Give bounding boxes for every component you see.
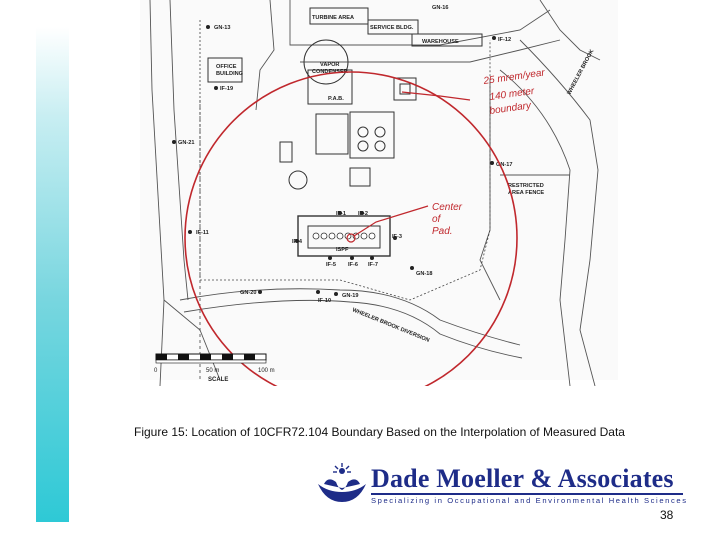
company-name: Dade Moeller & Associates — [371, 464, 674, 493]
company-tagline: Specializing in Occupational and Environ… — [371, 496, 688, 505]
logo-divider — [371, 493, 683, 495]
label-if4: IF-4 — [292, 239, 303, 245]
label-gn13: GN-13 — [214, 25, 230, 31]
label-if3: IF-3 — [392, 234, 402, 240]
logo-emblem-icon — [318, 463, 366, 502]
label-if1: IF-1 — [336, 211, 346, 217]
scale-bar: 0 50 m 100 m SCALE — [154, 353, 275, 383]
label-if12: IF-12 — [498, 37, 511, 43]
label-service-building: SERVICE BLDG. — [370, 25, 414, 31]
label-if10: IF-10 — [318, 298, 331, 304]
scale-label: SCALE — [208, 377, 228, 383]
storage-pad-casks — [312, 232, 376, 240]
label-gn19: GN-19 — [342, 293, 358, 299]
site-map-figure: TURBINE AREA SERVICE BLDG. WAREHOUSE GN-… — [140, 0, 618, 405]
label-ispf: ISPF — [336, 247, 349, 253]
annotation-center-1: Center — [432, 202, 463, 213]
label-vapor-1: VAPOR — [320, 62, 339, 68]
map-paper — [140, 0, 618, 386]
label-gn17: GN-17 — [496, 162, 512, 168]
label-restricted-2: AREA FENCE — [508, 190, 544, 196]
center-marker — [346, 233, 356, 243]
figure-caption: Figure 15: Location of 10CFR72.104 Bound… — [134, 425, 625, 439]
center-pointer — [353, 205, 429, 237]
label-office-2: BUILDING — [216, 71, 243, 77]
label-gn20: GN-20 — [240, 290, 256, 296]
buildings — [207, 7, 483, 257]
scale-tick-0: 0 — [154, 368, 158, 374]
label-pab: P.A.B. — [328, 96, 344, 102]
label-gn21: GN-21 — [178, 140, 194, 146]
label-if2: IF-2 — [358, 211, 368, 217]
scale-tick-100: 100 m — [258, 368, 275, 374]
annotation-center-2: of — [432, 214, 442, 225]
site-map-drawing: TURBINE AREA SERVICE BLDG. WAREHOUSE GN-… — [140, 0, 618, 405]
label-if7: IF-7 — [368, 262, 378, 268]
label-if11: IF-11 — [196, 230, 209, 236]
label-office-1: OFFICE — [216, 64, 237, 70]
label-vapor-2: CONDENSER — [312, 69, 348, 75]
label-if5: IF-5 — [326, 262, 336, 268]
label-gn18: GN-18 — [416, 271, 432, 277]
monitoring-stations — [172, 25, 496, 296]
label-warehouse: WAREHOUSE — [422, 39, 459, 45]
label-gn16: GN-16 — [432, 5, 448, 11]
label-turbine: TURBINE AREA — [312, 15, 354, 21]
scale-tick-50: 50 m — [206, 368, 219, 374]
label-if19: IF-19 — [220, 86, 233, 92]
annotation-center-3: Pad. — [432, 226, 453, 237]
page-number: 38 — [660, 508, 674, 522]
accent-side-bar — [36, 27, 69, 522]
company-logo: Dade Moeller & Associates Specializing i… — [316, 462, 688, 506]
boundary-pointer — [401, 91, 471, 101]
restricted-area-fence — [199, 20, 491, 301]
label-if6: IF-6 — [348, 262, 358, 268]
label-restricted-1: RESTRICTED — [508, 183, 544, 189]
